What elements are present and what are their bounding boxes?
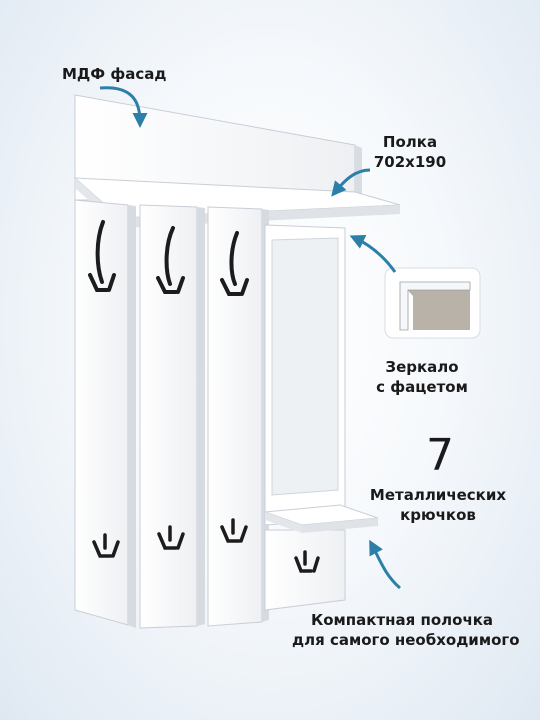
hooks-label-line2: крючков [400, 506, 476, 524]
small-shelf [264, 504, 379, 533]
coat-hook-icon [92, 533, 120, 558]
hooks-label: Металлических крючков [368, 485, 508, 525]
mirror-label-line2: с фацетом [376, 378, 468, 396]
curved-arrow-icon [99, 86, 148, 128]
coat-hook-icon [88, 220, 116, 292]
slat-2 [139, 204, 205, 629]
coat-hook-icon [220, 518, 248, 543]
slat-1 [74, 199, 136, 628]
hooks-label-line1: Металлических [369, 486, 507, 504]
facade-label: МДФ фасад [62, 65, 167, 83]
mirror-label: Зеркало с фацетом [362, 357, 482, 397]
curved-arrow-icon [331, 168, 371, 197]
small-shelf-label: Компактная полочка для самого необходимо… [292, 610, 520, 650]
curved-arrow-icon [369, 539, 401, 590]
small-shelf-label-line2: для самого необходимого [292, 631, 520, 649]
hooks-count: 7 [426, 430, 454, 481]
mirror-corner-inset [384, 267, 481, 339]
shelf-size: 702x190 [373, 153, 447, 171]
slat-3 [207, 206, 269, 627]
mirror-label-line1: Зеркало [385, 358, 459, 376]
coat-hook-icon [294, 550, 320, 573]
curved-arrow-icon [349, 235, 397, 273]
shelf-label: Полка 702x190 [368, 132, 452, 172]
coat-hook-icon [157, 525, 185, 550]
coat-hook-icon [220, 231, 249, 296]
shelf-label-line1: Полка [382, 133, 438, 151]
mirror-panel [264, 224, 346, 526]
coat-hook-icon [156, 226, 185, 294]
small-shelf-label-line1: Компактная полочка [310, 611, 494, 629]
